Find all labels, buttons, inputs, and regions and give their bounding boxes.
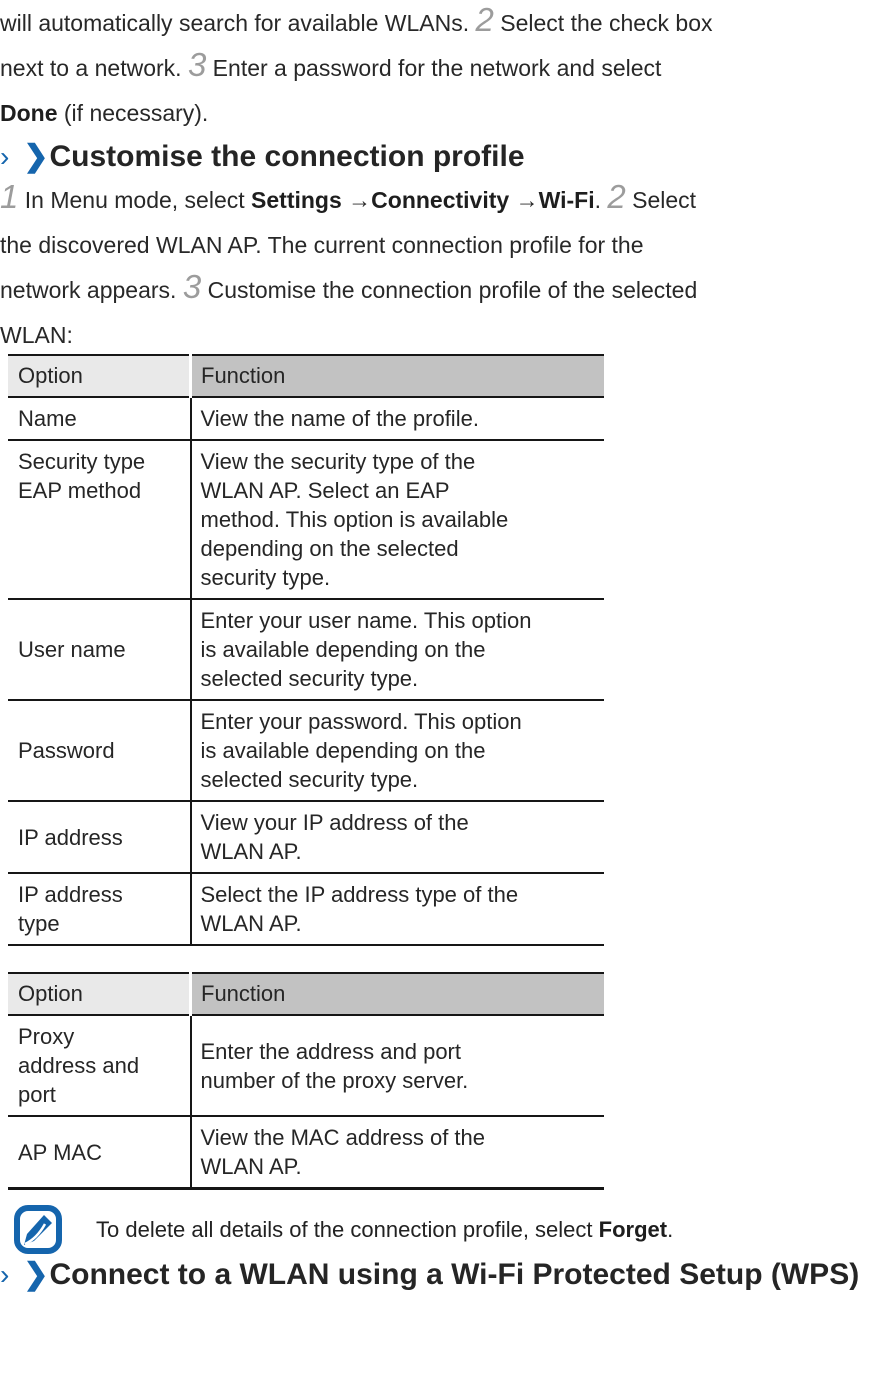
option-cell: AP MAC [8,1115,191,1189]
chevron-right-icon: › [0,141,10,172]
bold-text-run: Settings [251,187,342,213]
option-header-cell: Option [8,355,191,397]
bold-text-run: Forget [598,1216,668,1242]
function-header-cell: Function [189,973,604,1015]
function-cell: Enter your password. This option is avai… [189,699,604,801]
option-header-cell: Option [8,973,191,1015]
note-pencil-icon [14,1204,62,1254]
text-run: next to a network. [0,55,188,81]
bold-text-run: Done [0,100,58,126]
step-number: 1 [0,178,19,215]
chevron-right-icon: › [0,1259,10,1290]
text-run: Enter a password for the network and sel… [206,55,662,81]
option-cell: IP address type [8,872,191,945]
arrow-right-icon: ❯ [23,140,49,173]
step-number: 3 [187,46,207,83]
section-heading-wps: › ❯Connect to a WLAN using a Wi-Fi Prote… [0,1254,860,1296]
function-cell: View the name of the profile. [189,396,604,440]
function-cell: Enter your user name. This option is ava… [189,598,604,700]
text-run: the discovered WLAN AP. The current conn… [0,232,644,258]
note-text: To delete all details of the connection … [96,1215,673,1244]
option-cell: Proxy address and port [8,1014,191,1116]
function-header-cell: Function [189,355,604,397]
text-run: In Menu mode, select [18,187,252,213]
section-title: Customise the connection profile [49,140,525,173]
step-number: 2 [475,1,494,38]
step-number: 3 [182,268,202,305]
text-run: Select the check box [493,10,713,36]
arrow-right-icon: ❯ [23,1258,49,1291]
function-cell: View your IP address of the WLAN AP. [189,800,604,873]
text-run: . [594,187,608,213]
section-title-line: ❯Connect to a WLAN using a Wi-Fi Protect… [23,1254,859,1296]
intro-paragraph: will automatically search for available … [0,0,850,136]
note-block: To delete all details of the connection … [14,1204,887,1254]
text-run: will automatically search for available … [0,10,476,36]
text-run: . [667,1216,674,1242]
function-cell: Enter the address and port number of the… [189,1014,604,1116]
text-run: To delete all details of the connection … [96,1216,599,1242]
section-heading-customise: › ❯Customise the connection profile [0,136,887,178]
bold-text-run: Connectivity [371,187,510,213]
function-cell: Select the IP address type of the WLAN A… [189,872,604,945]
text-run: network appears. [0,277,183,303]
steps-paragraph: 1 In Menu mode, select Settings →Connect… [0,178,860,358]
section-title-line: ❯Customise the connection profile [23,136,524,178]
option-cell: User name [8,598,191,700]
step-number: 2 [607,178,626,215]
function-cell: View the MAC address of the WLAN AP. [189,1115,604,1189]
option-cell: IP address [8,800,191,873]
text-run: Select [625,187,697,213]
text-run: (if necessary). [57,100,209,126]
function-cell: View the security type of the WLAN AP. S… [189,439,604,599]
section-title: Connect to a WLAN using a Wi-Fi Protecte… [49,1258,860,1291]
bold-text-run: Wi-Fi [538,187,595,213]
option-cell: Password [8,699,191,801]
text-run: Customise the connection profile of the … [201,277,698,303]
option-cell: Security type EAP method [8,439,191,599]
text-run: WLAN: [0,322,73,348]
text-run: → [341,187,372,213]
option-cell: Name [8,396,191,440]
text-run: → [509,187,539,213]
